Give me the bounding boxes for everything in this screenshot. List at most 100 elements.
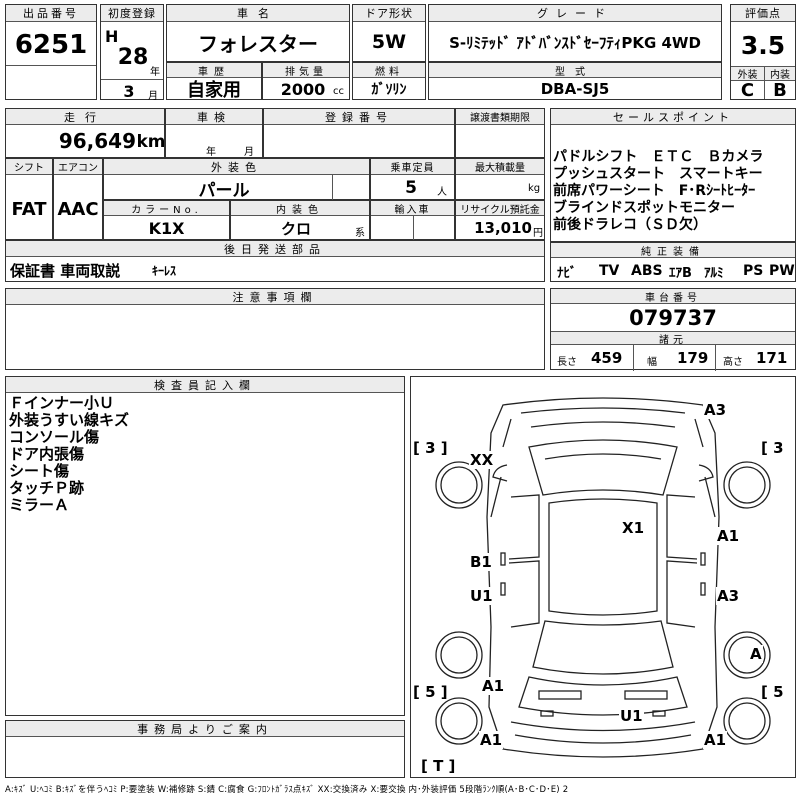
- lot-divider: [6, 65, 96, 66]
- shift-value: FAT: [11, 198, 47, 220]
- displacement-unit: cc: [333, 86, 344, 97]
- int-color-unit: 系: [355, 228, 365, 239]
- color-no-box: カラーNo. K1X: [103, 200, 230, 240]
- shift-label: シフト: [6, 159, 52, 175]
- later-parts-value-a: 保証書 車両取説: [10, 261, 121, 280]
- model-box: 型式 DBA-SJ5: [428, 62, 722, 100]
- inspector-note-line: タッチＰ跡: [9, 479, 85, 497]
- reg-no-box: 登録番号: [263, 108, 455, 158]
- int-color-label: 内装色: [231, 201, 369, 216]
- car-name-value: フォレスター: [198, 31, 318, 56]
- specs-height-value: 171: [756, 349, 788, 367]
- equipment-item: ｱﾙﾐ: [704, 265, 724, 281]
- fuel-label: 燃料: [353, 63, 425, 78]
- inspector-note-line: シート傷: [9, 462, 70, 480]
- capacity-value: 5: [405, 178, 417, 198]
- capacity-box: 乗車定員 5 人: [370, 158, 455, 200]
- sales-point-line: 前席パワーシート F･Rｼｰﾄﾋｰﾀｰ: [553, 183, 756, 199]
- fuel-box: 燃料 ｶﾞｿﾘﾝ: [352, 62, 426, 100]
- load-label: 最大積載量: [456, 159, 544, 175]
- reg-no-label: 登録番号: [264, 109, 454, 125]
- recycle-value: 13,010: [474, 219, 532, 237]
- displacement-box: 排気量 2000 cc: [262, 62, 350, 100]
- office-label: 事務局よりご案内: [6, 721, 404, 737]
- model-value: DBA-SJ5: [540, 80, 610, 98]
- notes-label: 注意事項欄: [6, 289, 544, 305]
- ext-color-divider: [332, 175, 333, 201]
- chassis-label: 車台番号: [551, 289, 795, 304]
- grade-box: グレード S-ﾘﾐﾃｯﾄﾞ ｱﾄﾞﾊﾞﾝｽﾄﾞｾｰﾌﾃｨPKG 4WD: [428, 4, 722, 62]
- notes-box: 注意事項欄: [5, 288, 545, 370]
- sales-point-line: 前後ドラレコ（ＳＤ欠）: [553, 217, 707, 233]
- car-name-box: 車名 フォレスター: [166, 4, 350, 62]
- ext-color-box: 外装色 パール: [103, 158, 370, 201]
- inspector-note-line: ミラーＡ: [9, 496, 70, 514]
- recycle-label: リサイクル預託金: [456, 201, 544, 216]
- first-reg-divider: [101, 79, 163, 80]
- inspection-label: 車検: [166, 109, 262, 125]
- ext-color-label: 外装色: [104, 159, 369, 175]
- import-box: 輸入車: [370, 200, 455, 240]
- inspector-note-line: コンソール傷: [9, 428, 100, 446]
- damage-mark: A3: [716, 587, 741, 605]
- damage-mark: XX: [469, 451, 495, 469]
- score-ext-value: C: [740, 81, 755, 99]
- tire-bracket: [ 5: [761, 683, 784, 701]
- load-unit: kg: [528, 183, 541, 194]
- sales-points-label: セールスポイント: [551, 109, 795, 125]
- inspection-box: 車検 年 月: [165, 108, 263, 158]
- inspector-label: 検査員記入欄: [6, 377, 404, 393]
- capacity-unit: 人: [437, 187, 447, 198]
- aircon-label: エアコン: [54, 159, 102, 175]
- score-value: 3.5: [740, 30, 786, 60]
- aircon-box: エアコン AAC: [53, 158, 103, 240]
- score-ext-label: 外装: [731, 66, 764, 81]
- damage-mark: A: [749, 645, 763, 663]
- specs-length-value: 459: [591, 349, 623, 367]
- score-label: 評価点: [731, 5, 795, 22]
- equipment-item: TV: [599, 263, 620, 279]
- damage-mark: A1: [481, 677, 506, 695]
- first-reg-era: H: [105, 27, 119, 46]
- damage-mark: A3: [703, 401, 728, 419]
- history-box: 車歴 自家用: [166, 62, 262, 100]
- capacity-label: 乗車定員: [371, 159, 454, 175]
- mileage-label: 走行: [6, 109, 164, 125]
- first-reg-month-unit: 月: [148, 91, 158, 102]
- door-value: 5W: [371, 31, 407, 53]
- specs-divider: [633, 345, 634, 371]
- transfer-box: 譲渡書類期限: [455, 108, 545, 158]
- equipment-box: 純正装備 ﾅﾋﾞ TV ABS ｴｱB ｱﾙﾐ PS PW: [550, 242, 796, 282]
- first-reg-year: 28: [117, 44, 149, 70]
- equipment-item: ABS: [631, 263, 663, 279]
- score-int-label: 内装: [764, 66, 795, 81]
- recycle-box: リサイクル預託金 13,010 円: [455, 200, 545, 240]
- score-split: [764, 81, 765, 99]
- lot-box: 出品番号 6251: [5, 4, 97, 100]
- equipment-label: 純正装備: [551, 243, 795, 258]
- shift-box: シフト FAT: [5, 158, 53, 240]
- later-parts-box: 後日発送部品 保証書 車両取説 ｷｰﾚｽ: [5, 240, 545, 282]
- history-label: 車歴: [167, 63, 261, 78]
- tire-bracket: [ 3 ]: [413, 439, 448, 457]
- transfer-label: 譲渡書類期限: [456, 109, 544, 125]
- equipment-item: ﾅﾋﾞ: [557, 265, 577, 281]
- load-box: 最大積載量 kg: [455, 158, 545, 200]
- sales-point-line: パドルシフト ＥＴＣ Ｂカメラ: [553, 149, 764, 165]
- mileage-value: 96,649: [58, 129, 136, 153]
- aircon-value: AAC: [57, 198, 99, 220]
- damage-mark: U1: [619, 707, 644, 725]
- sales-points-box: セールスポイント パドルシフト ＥＴＣ Ｂカメラ プッシュスタート スマートキー…: [550, 108, 796, 242]
- fuel-value: ｶﾞｿﾘﾝ: [371, 82, 407, 98]
- import-label: 輸入車: [371, 201, 454, 216]
- ext-color-value: パール: [198, 180, 250, 201]
- trunk-bracket: [ T ]: [421, 757, 456, 775]
- first-reg-label: 初度登録: [101, 5, 163, 22]
- lot-number: 6251: [14, 30, 88, 60]
- first-reg-box: 初度登録 H 28 年 3 月: [100, 4, 164, 102]
- damage-mark: U1: [469, 587, 494, 605]
- int-color-box: 内装色 クロ 系: [230, 200, 370, 240]
- tire-bracket: [ 3: [761, 439, 784, 457]
- damage-mark: A1: [479, 731, 504, 749]
- displacement-value: 2000: [280, 79, 326, 99]
